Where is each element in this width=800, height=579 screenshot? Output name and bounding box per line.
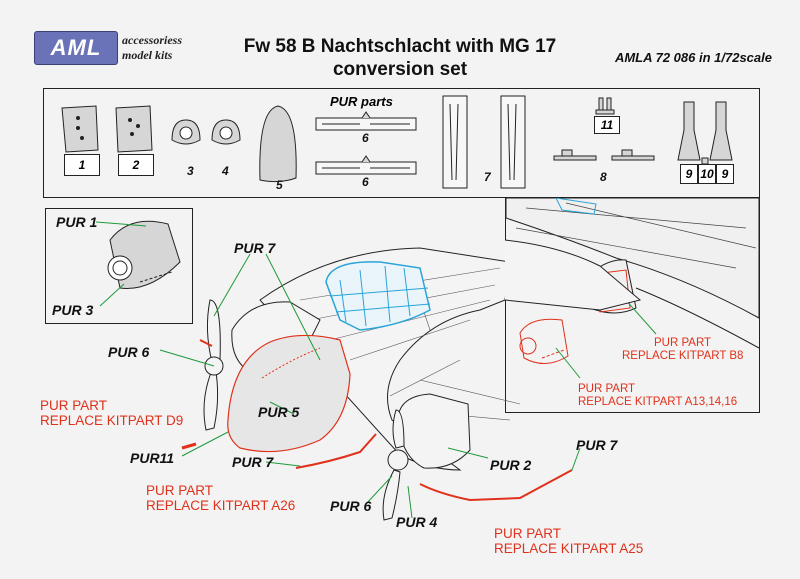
part-4-drawing <box>211 119 241 145</box>
part-number-7: 7 <box>484 170 491 184</box>
callout-pur-6-left: PUR 6 <box>108 344 150 360</box>
note-a25-line-2: REPLACE KITPART A25 <box>494 541 644 556</box>
callout-pur-11: PUR11 <box>130 450 175 466</box>
logo-tagline-1: accessoriess <box>122 33 182 47</box>
callout-pur-3: PUR 3 <box>52 302 94 318</box>
part-6-drawing <box>315 111 417 175</box>
part-number-5: 5 <box>276 178 283 192</box>
pur-parts-heading: PUR parts <box>330 94 393 109</box>
note-a26-line-1: PUR PART <box>146 483 214 498</box>
part-number-6-upper: 6 <box>362 131 369 145</box>
callout-pur-2: PUR 2 <box>490 457 532 473</box>
logo-tagline-2: model kits <box>122 48 173 62</box>
note-a25-line-1: PUR PART <box>494 526 562 541</box>
part-number-1: 1 <box>64 154 100 176</box>
left-propeller <box>203 299 224 431</box>
sheet-title: Fw 58 B Nachtschlacht with MG 17 <box>243 36 557 57</box>
callout-pur-1: PUR 1 <box>56 214 98 230</box>
callout-pur-7-right: PUR 7 <box>576 437 618 453</box>
note-d9-line-1: PUR PART <box>40 398 108 413</box>
part-2-drawing <box>115 105 153 153</box>
note-b8-line-1: PUR PART <box>654 337 712 349</box>
part-number-11: 11 <box>594 116 620 134</box>
note-a13-line-2: REPLACE KITPART A13,14,16 <box>578 396 738 408</box>
kit-code: AMLA 72 086 in 1/72scale <box>614 50 772 65</box>
note-a13-line-1: PUR PART <box>578 383 636 395</box>
part-9-10-drawing <box>677 101 733 165</box>
part-5-drawing <box>259 105 297 183</box>
part-3-drawing <box>171 119 201 145</box>
part-number-8: 8 <box>600 170 607 184</box>
parts-panel <box>43 88 760 198</box>
note-a26-line-2: REPLACE KITPART A26 <box>146 498 296 513</box>
part-1-drawing <box>61 105 99 153</box>
sheet-subtitle: conversion set <box>332 59 468 80</box>
callout-pur-4: PUR 4 <box>396 514 438 530</box>
part-number-2: 2 <box>118 154 154 176</box>
part-number-9-left: 9 <box>680 164 698 184</box>
right-propeller <box>382 409 409 521</box>
callout-pur-5: PUR 5 <box>258 404 300 420</box>
part-11-drawing <box>595 97 615 115</box>
callout-pur-7-top: PUR 7 <box>234 240 276 256</box>
part-number-6-lower: 6 <box>362 175 369 189</box>
part-number-3: 3 <box>187 164 194 178</box>
callout-pur-7-mid: PUR 7 <box>232 454 274 470</box>
part-number-4: 4 <box>222 164 229 178</box>
part-7-drawing <box>442 95 526 189</box>
note-b8-line-2: REPLACE KITPART B8 <box>622 350 744 362</box>
part-number-10: 10 <box>698 164 716 184</box>
part-number-9-right: 9 <box>716 164 734 184</box>
callout-pur-6-bottom: PUR 6 <box>330 498 372 514</box>
aml-logo: AML <box>34 31 118 65</box>
part-8-drawing <box>553 149 655 161</box>
note-d9-line-2: REPLACE KITPART D9 <box>40 413 184 428</box>
